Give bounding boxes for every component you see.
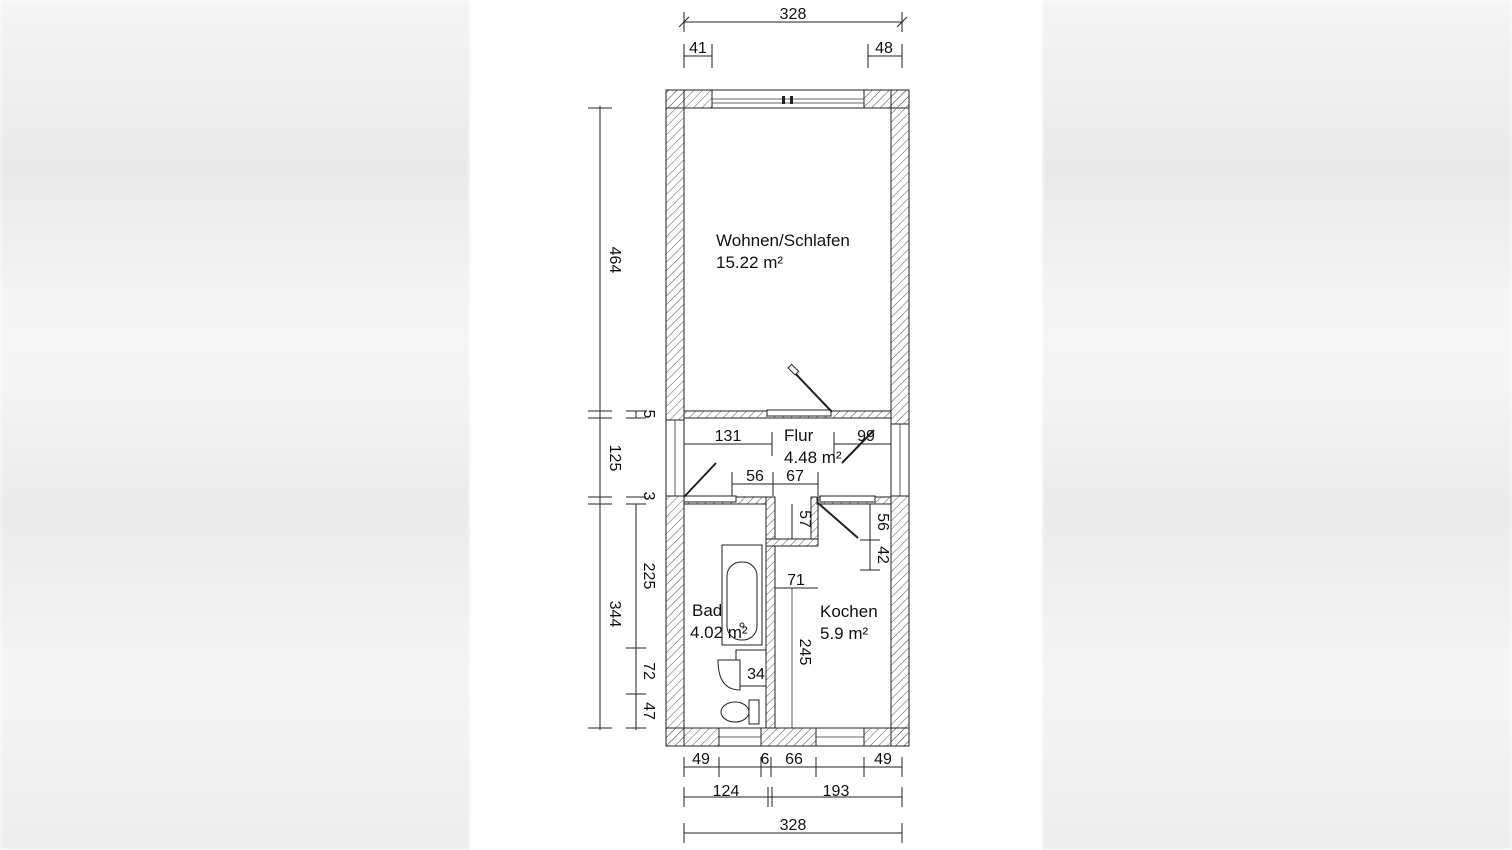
door-living xyxy=(766,363,833,417)
dim-hall-131: 131 xyxy=(715,428,742,445)
dim-hall-67: 67 xyxy=(786,468,804,485)
window-bath xyxy=(718,727,762,747)
dim-left-5: 5 xyxy=(640,410,657,419)
floor-plan-drawing: Wohnen/Schlafen 15.22 m² Flur 4.48 m² Ba… xyxy=(588,6,910,843)
room-area: 5.9 m² xyxy=(820,624,869,643)
dim-bottom-49b: 49 xyxy=(874,751,892,768)
dim-hall-56: 56 xyxy=(746,468,764,485)
dim-bottom-193: 193 xyxy=(823,783,850,800)
window-hall-left xyxy=(665,419,685,497)
door-hall-left xyxy=(683,462,737,503)
room-bath: Bad 4.02 m² xyxy=(690,601,748,642)
room-kitchen: Kochen 5.9 m² xyxy=(820,602,878,643)
room-name: Kochen xyxy=(820,602,878,621)
outer-walls xyxy=(665,89,910,747)
dim-shaft-57: 57 xyxy=(796,510,813,528)
dimension-hall: 131 99 56 67 xyxy=(684,428,891,496)
door-hall-right xyxy=(819,429,876,503)
dimension-bath: 34 xyxy=(747,666,765,683)
dim-left-72: 72 xyxy=(640,662,657,680)
dimension-kitchen: 56 42 xyxy=(860,504,891,571)
room-area: 4.48 m² xyxy=(784,448,842,467)
dim-shaft-71: 71 xyxy=(787,572,805,589)
dimension-left-outer: 464 125 344 xyxy=(588,106,623,730)
sink xyxy=(717,649,767,691)
blurred-background-left xyxy=(0,0,470,850)
dim-hall-99: 99 xyxy=(857,428,875,445)
dimension-bottom: 49 6 66 49 124 193 328 xyxy=(683,751,903,843)
dim-top-48: 48 xyxy=(875,40,893,57)
toilet xyxy=(720,699,760,725)
dim-bottom-total: 328 xyxy=(780,817,807,834)
dimension-top: 328 41 48 xyxy=(678,6,908,68)
dim-bottom-66: 66 xyxy=(785,751,803,768)
dim-bottom-6: 6 xyxy=(761,751,770,768)
dim-left-225: 225 xyxy=(640,563,657,590)
dim-bottom-49a: 49 xyxy=(692,751,710,768)
floor-plan: Wohnen/Schlafen 15.22 m² Flur 4.48 m² Ba… xyxy=(470,0,1042,850)
window-top xyxy=(711,89,865,109)
blurred-background-right xyxy=(1042,0,1512,850)
dim-left-464: 464 xyxy=(606,247,623,274)
dimension-left-inner: 5 3 225 72 47 xyxy=(626,410,657,730)
dim-left-125: 125 xyxy=(606,445,623,472)
room-name: Wohnen/Schlafen xyxy=(716,231,850,250)
dim-left-344: 344 xyxy=(606,601,623,628)
room-living: Wohnen/Schlafen 15.22 m² xyxy=(716,231,850,272)
room-area: 4.02 m² xyxy=(690,623,748,642)
bathtub xyxy=(721,544,763,646)
dimension-shaft: 57 71 245 xyxy=(775,504,818,665)
dim-left-47: 47 xyxy=(640,702,657,720)
dim-top-41: 41 xyxy=(689,40,707,57)
dim-kitchen-42: 42 xyxy=(874,546,891,564)
room-hall: Flur 4.48 m² xyxy=(784,426,842,467)
dim-bath-34: 34 xyxy=(747,666,765,683)
dim-bottom-124: 124 xyxy=(713,783,740,800)
dim-left-3: 3 xyxy=(640,492,657,501)
room-name: Bad xyxy=(692,601,722,620)
dim-top-total: 328 xyxy=(780,6,807,23)
dim-kitchen-56: 56 xyxy=(874,513,891,531)
window-hall-right xyxy=(890,423,910,497)
room-name: Flur xyxy=(784,426,814,445)
window-kitchen xyxy=(815,727,865,747)
door-kitchen xyxy=(817,502,859,539)
dim-kitchen-245: 245 xyxy=(796,639,813,666)
room-area: 15.22 m² xyxy=(716,253,783,272)
